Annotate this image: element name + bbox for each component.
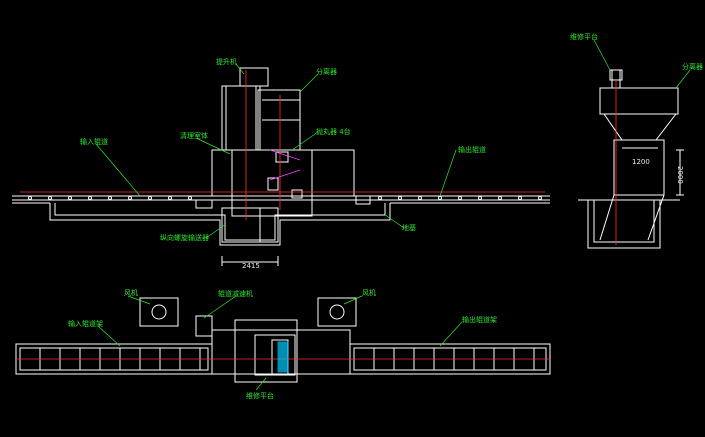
label-hoist: 提升机	[216, 58, 237, 66]
label-shot-blaster: 抛丸器 4台	[316, 128, 351, 136]
label-input-roller-frame: 输入辊道架	[68, 320, 103, 328]
side-chamber	[614, 140, 664, 195]
leader-lines	[96, 40, 690, 390]
label-pit: 地基	[402, 224, 416, 232]
front-centerlines	[20, 70, 545, 220]
front-hoist-top	[240, 68, 268, 86]
front-screw-box	[222, 208, 278, 242]
dimension-2000: 2000	[676, 166, 684, 184]
dimension-2415: 2415	[242, 262, 260, 270]
label-blast-chamber: 清理室体	[180, 132, 208, 140]
dimension-1200: 1200	[632, 158, 650, 166]
label-roller-reducer: 辊道减速机	[218, 290, 253, 298]
label-fan-left: 风机	[124, 289, 138, 297]
side-frame-top	[600, 88, 678, 114]
top-fan-right	[318, 298, 356, 326]
label-separator-side: 分离器	[682, 63, 703, 71]
label-output-roller: 输出辊道	[458, 146, 486, 154]
top-fan-left	[140, 298, 178, 326]
label-input-roller: 输入辊道	[80, 138, 108, 146]
front-hoist-tower	[222, 86, 260, 150]
front-view	[12, 68, 550, 266]
front-blast-chamber	[212, 150, 354, 196]
label-maintenance-platform-side: 维修平台	[570, 33, 598, 41]
label-maintenance-platform-top: 维修平台	[246, 392, 274, 400]
front-pit-inner	[55, 203, 385, 240]
label-separator-front: 分离器	[316, 68, 337, 76]
label-output-roller-frame: 输出辊道架	[462, 316, 497, 324]
side-pit	[588, 200, 660, 248]
label-screw-conveyor: 纵向螺旋输送器	[160, 234, 209, 242]
side-view	[578, 70, 684, 248]
front-pit-outline	[50, 203, 390, 245]
label-fan-right: 风机	[362, 289, 376, 297]
front-rollers	[29, 197, 542, 200]
top-reducer	[196, 316, 212, 336]
